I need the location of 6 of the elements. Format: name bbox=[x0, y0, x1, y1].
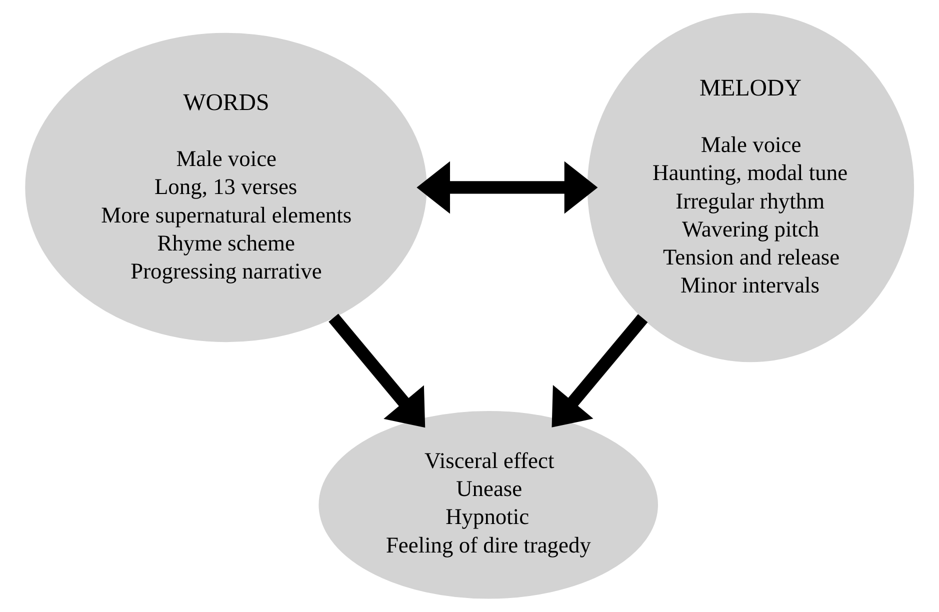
node-ellipse: WORDS Male voice Long, 13 verses More supernatural elements Rhyme scheme Progressing narrative bbox=[25, 32, 427, 342]
arrow bbox=[416, 161, 598, 214]
arrow bbox=[328, 314, 426, 428]
node-ellipse: Visceral effect Unease Hypnotic Feeling of dire tragedy bbox=[318, 410, 658, 599]
node-circle: MELODY Male voice Haunting, modal tune Irregular rhythm Wavering pitch Tension and release Minor intervals bbox=[587, 12, 914, 362]
arrow bbox=[552, 314, 648, 428]
